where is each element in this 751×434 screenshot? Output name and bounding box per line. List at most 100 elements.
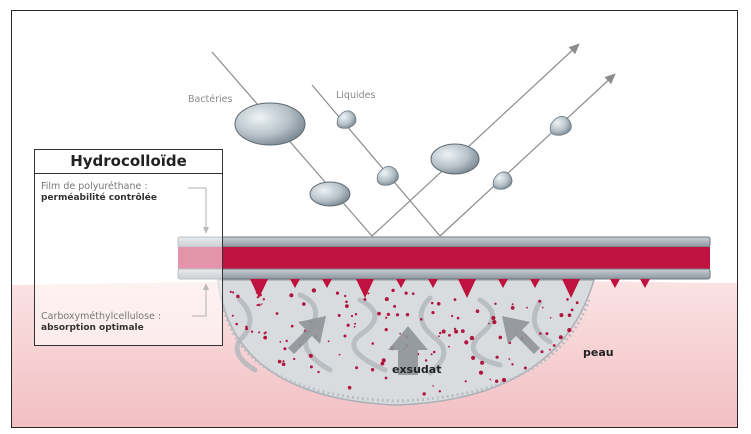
film-property: perméabilité contrôlée [41, 193, 157, 203]
red-particle [309, 354, 313, 358]
red-particle [396, 313, 399, 316]
red-particle [302, 302, 306, 306]
red-particle [499, 336, 503, 340]
red-particle [538, 300, 541, 303]
red-particle [406, 313, 409, 316]
red-particle [420, 318, 423, 321]
red-particle [251, 331, 253, 333]
film-label: Film de polyuréthane : [41, 181, 148, 192]
red-particle [235, 323, 238, 326]
red-particle [545, 332, 548, 335]
red-particle [278, 360, 282, 364]
peau-label: peau [583, 346, 614, 359]
red-particle [385, 328, 388, 331]
red-particle [539, 332, 542, 335]
red-particle [433, 351, 436, 354]
red-particle [385, 377, 388, 380]
red-particle [282, 362, 286, 366]
red-particle [448, 334, 451, 337]
red-particle [423, 392, 426, 395]
red-particle [317, 371, 319, 373]
red-particle [344, 335, 347, 338]
red-particle [439, 332, 441, 334]
red-particle [312, 288, 316, 292]
red-particle [431, 311, 434, 314]
red-particle [263, 298, 265, 300]
red-particle [553, 344, 556, 347]
bacteries-label: Bactéries [188, 94, 232, 105]
red-particle [348, 386, 352, 390]
red-particle [451, 315, 453, 317]
red-particle [351, 315, 353, 317]
red-particle [480, 361, 484, 365]
red-particle [232, 291, 234, 293]
red-particle [437, 302, 441, 306]
red-particle [387, 313, 390, 316]
red-particle [377, 312, 381, 316]
droplets [235, 103, 571, 206]
red-particle [263, 336, 267, 340]
red-particle [283, 347, 286, 350]
red-particle [354, 323, 356, 325]
cmc-property: absorption optimale [41, 323, 144, 333]
red-particle [432, 385, 434, 387]
red-particle [385, 317, 387, 319]
red-particle [559, 313, 563, 317]
red-particle [399, 333, 401, 335]
red-particle [230, 291, 232, 293]
red-particle [286, 340, 288, 342]
red-particle [355, 366, 358, 369]
red-particle [492, 320, 496, 324]
red-particle [371, 368, 374, 371]
cmc-label: Carboxyméthylcellulose : [41, 311, 161, 322]
red-particle [568, 313, 572, 317]
red-particle [339, 354, 341, 356]
red-particle [550, 317, 552, 319]
red-particle [576, 301, 579, 304]
red-particle [289, 293, 293, 297]
red-particle [511, 363, 513, 365]
red-particle [512, 303, 514, 305]
red-particle [471, 356, 475, 360]
red-particle [328, 340, 330, 342]
red-particle [258, 331, 260, 333]
red-particle [490, 379, 492, 381]
red-particle [431, 353, 433, 355]
red-particle [425, 359, 427, 361]
hydrocolloid-base [178, 269, 710, 279]
red-particle [461, 329, 465, 333]
red-particle [541, 350, 544, 353]
red-particle [236, 295, 240, 299]
red-particle [354, 326, 356, 328]
red-particle [256, 304, 258, 306]
red-particle [526, 307, 528, 309]
red-particle [391, 289, 394, 292]
red-particle [448, 346, 450, 348]
red-particle [465, 341, 467, 343]
polyurethane-film [178, 237, 710, 247]
red-particle [293, 358, 295, 360]
red-particle [479, 371, 483, 375]
red-particle [367, 292, 369, 294]
red-particle [439, 390, 441, 392]
red-particle [494, 303, 496, 305]
red-particle [567, 328, 571, 332]
red-particle [345, 304, 349, 308]
red-particle [345, 301, 348, 304]
red-particle [393, 305, 396, 308]
red-particle [276, 312, 279, 315]
red-particle [491, 316, 495, 320]
red-particle [291, 325, 294, 328]
red-particle [261, 303, 263, 305]
hydrocolloid-layer [178, 247, 710, 269]
red-particle [283, 360, 285, 362]
red-particle [524, 367, 527, 370]
red-particle [232, 315, 234, 317]
red-particle [495, 380, 498, 383]
red-particle [371, 342, 374, 345]
red-particle [542, 307, 544, 309]
red-particle [438, 335, 440, 337]
red-particle [457, 317, 460, 320]
red-particle [264, 332, 266, 334]
